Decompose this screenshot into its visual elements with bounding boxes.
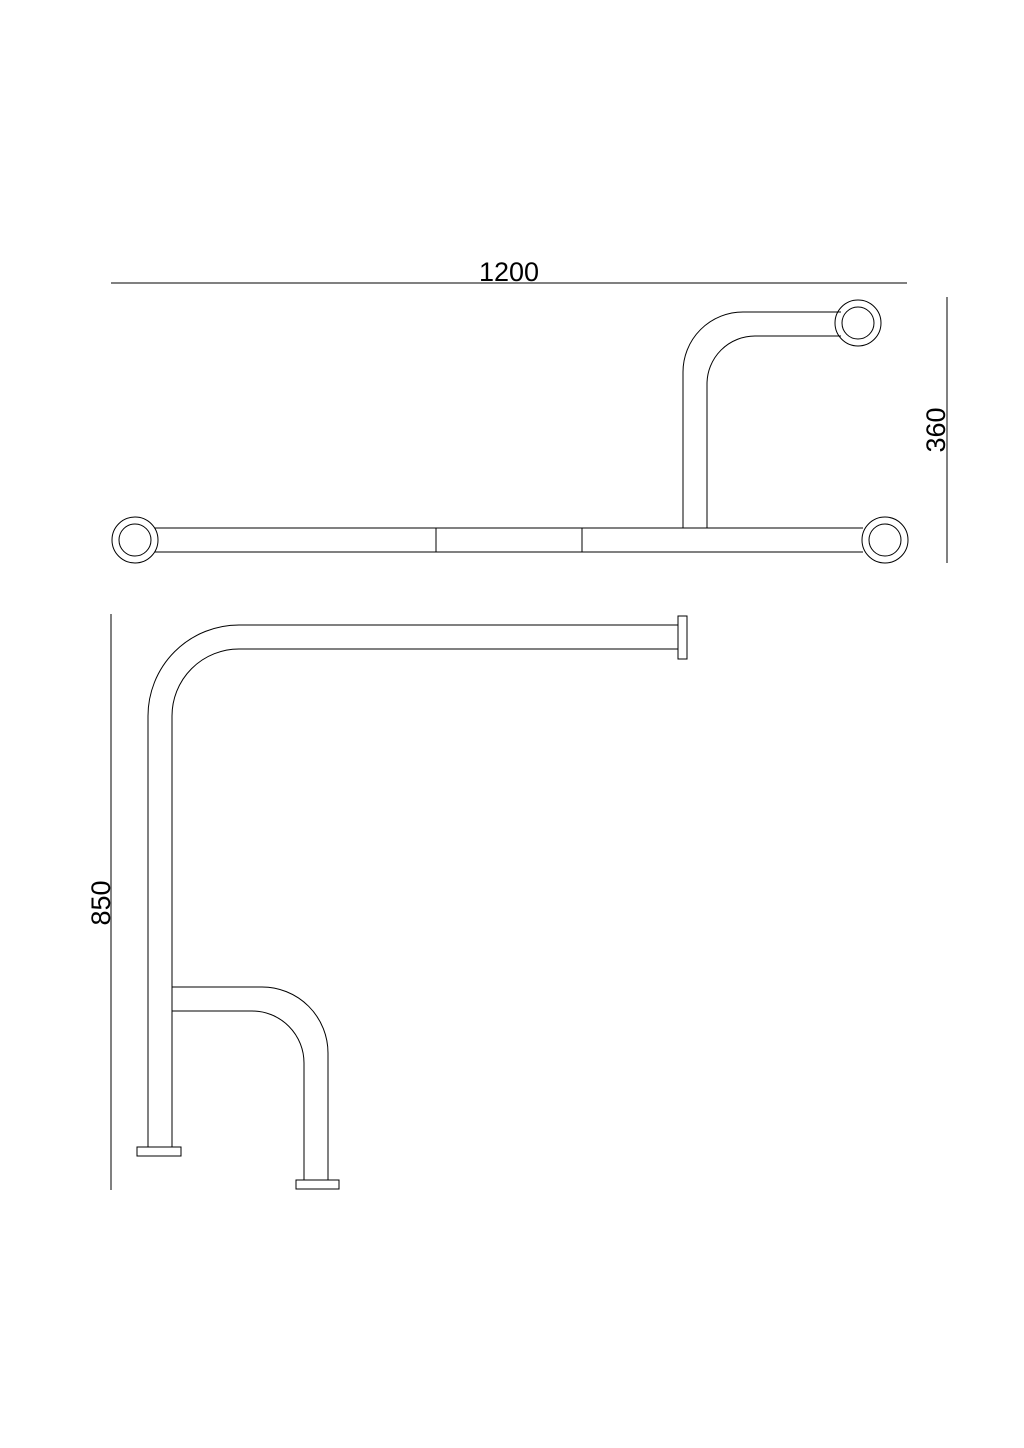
side-view-height-dimension-label: 850 bbox=[86, 880, 116, 925]
floor-flange-right bbox=[295, 1179, 340, 1190]
wall-flange-left bbox=[111, 516, 159, 564]
side-view: 850 bbox=[86, 614, 688, 1190]
vertical-arm bbox=[682, 311, 841, 528]
top-view-height-dimension-label: 360 bbox=[921, 407, 951, 452]
main-l-bar bbox=[147, 624, 678, 1147]
top-view: 1200 360 bbox=[111, 257, 951, 564]
wall-flange-right bbox=[861, 516, 909, 564]
width-dimension-label: 1200 bbox=[479, 257, 539, 287]
main-horizontal-bar bbox=[155, 527, 863, 553]
wall-flange-side bbox=[677, 615, 688, 660]
wall-flange-top bbox=[834, 299, 882, 347]
support-leg bbox=[172, 986, 329, 1180]
floor-flange-left bbox=[136, 1146, 182, 1157]
